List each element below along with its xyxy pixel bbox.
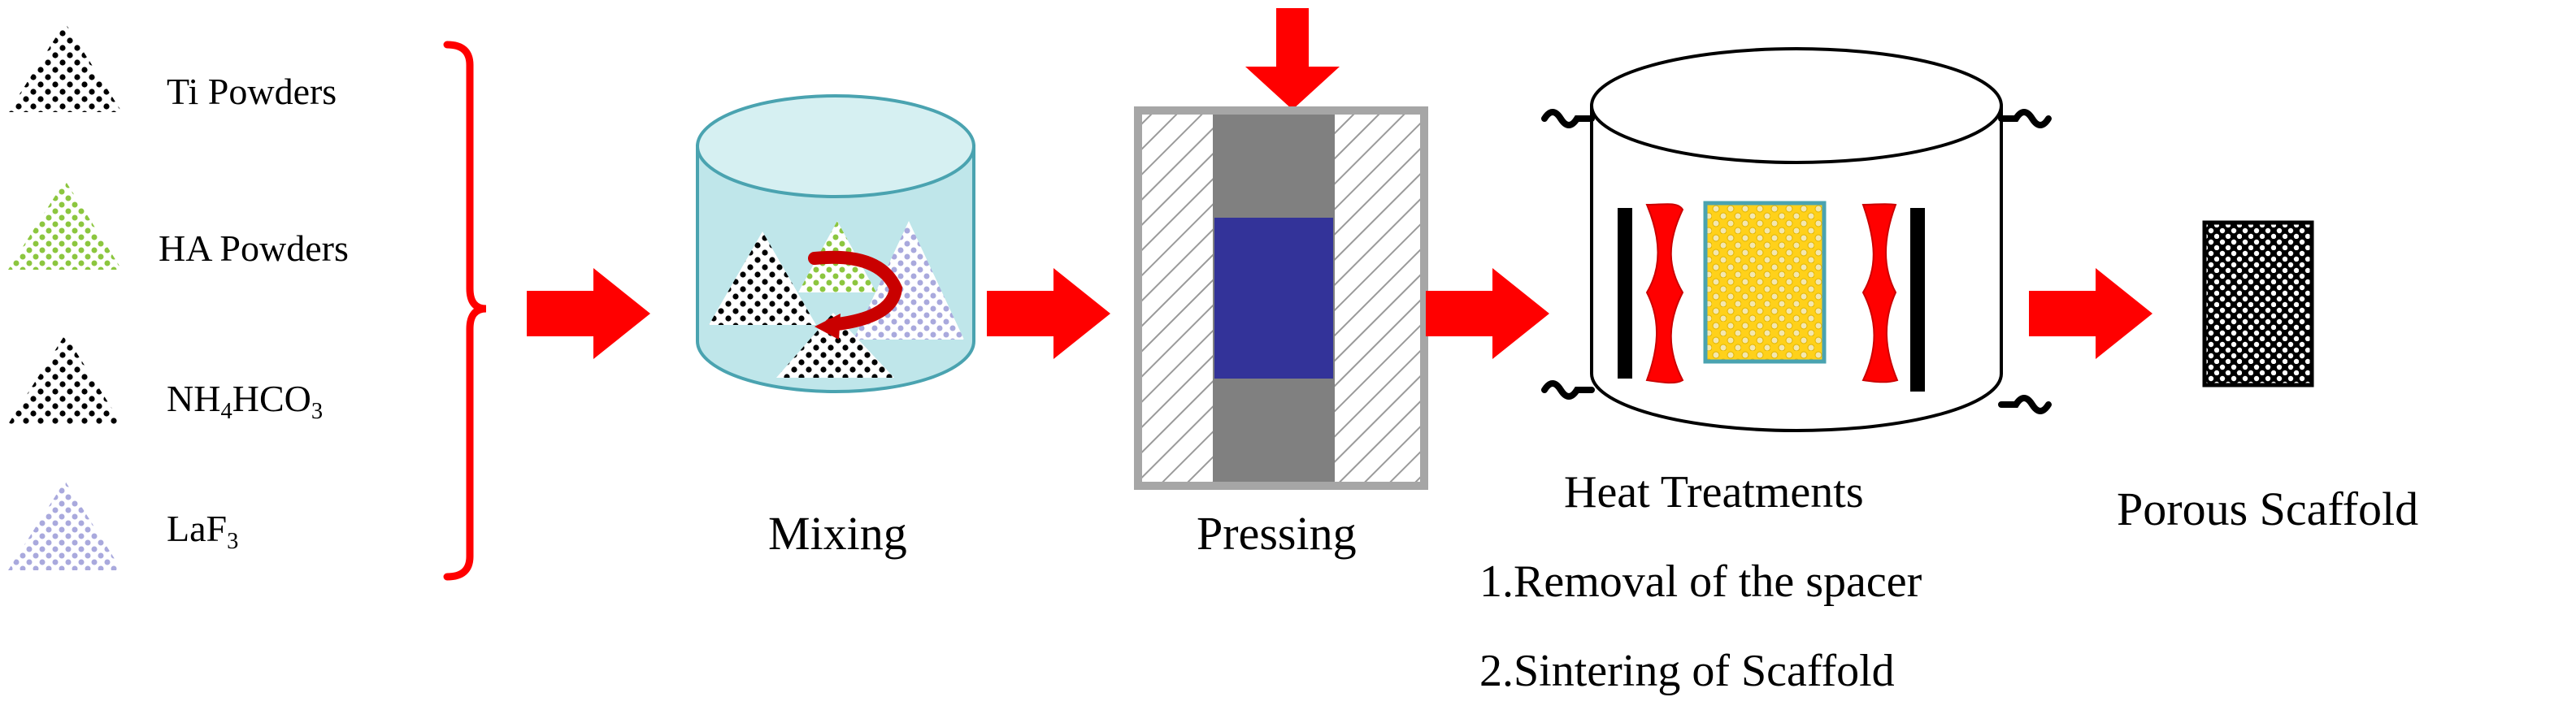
mixing-vessel bbox=[696, 94, 975, 393]
heat-step-1: 1.Removal of the spacer bbox=[1479, 556, 1922, 607]
legend-ti-powders: Ti Powders bbox=[167, 71, 337, 112]
rotation-arrow-icon bbox=[808, 250, 903, 331]
pressing-die bbox=[1134, 106, 1428, 490]
ti-powder-icon bbox=[8, 23, 122, 112]
pressing-label: Pressing bbox=[1197, 507, 1357, 560]
red-arrow-icon bbox=[1426, 268, 1549, 359]
nh4hco3-icon bbox=[8, 335, 122, 424]
red-arrow-icon bbox=[2029, 268, 2152, 359]
grouping-bracket bbox=[443, 41, 487, 581]
down-arrow-icon bbox=[1245, 8, 1340, 110]
porous-scaffold-icon bbox=[2202, 220, 2314, 387]
red-arrow-icon bbox=[527, 268, 650, 359]
legend-laf3: LaF3 bbox=[167, 508, 239, 555]
heat-treatments-label: Heat Treatments bbox=[1564, 467, 1864, 517]
heat-step-2: 2.Sintering of Scaffold bbox=[1479, 646, 1895, 696]
heating-furnace bbox=[1541, 47, 2052, 432]
mixed-ti-icon bbox=[709, 232, 816, 325]
legend-nh4hco3: NH4HCO3 bbox=[167, 378, 324, 425]
red-arrow-icon bbox=[987, 268, 1110, 359]
legend-ha-powders: HA Powders bbox=[159, 227, 349, 269]
mixing-label: Mixing bbox=[768, 507, 907, 560]
ha-powder-icon bbox=[8, 180, 122, 270]
porous-scaffold-label: Porous Scaffold bbox=[2117, 483, 2419, 535]
laf3-icon bbox=[8, 481, 122, 570]
mixed-nh4hco3-icon bbox=[776, 313, 894, 378]
